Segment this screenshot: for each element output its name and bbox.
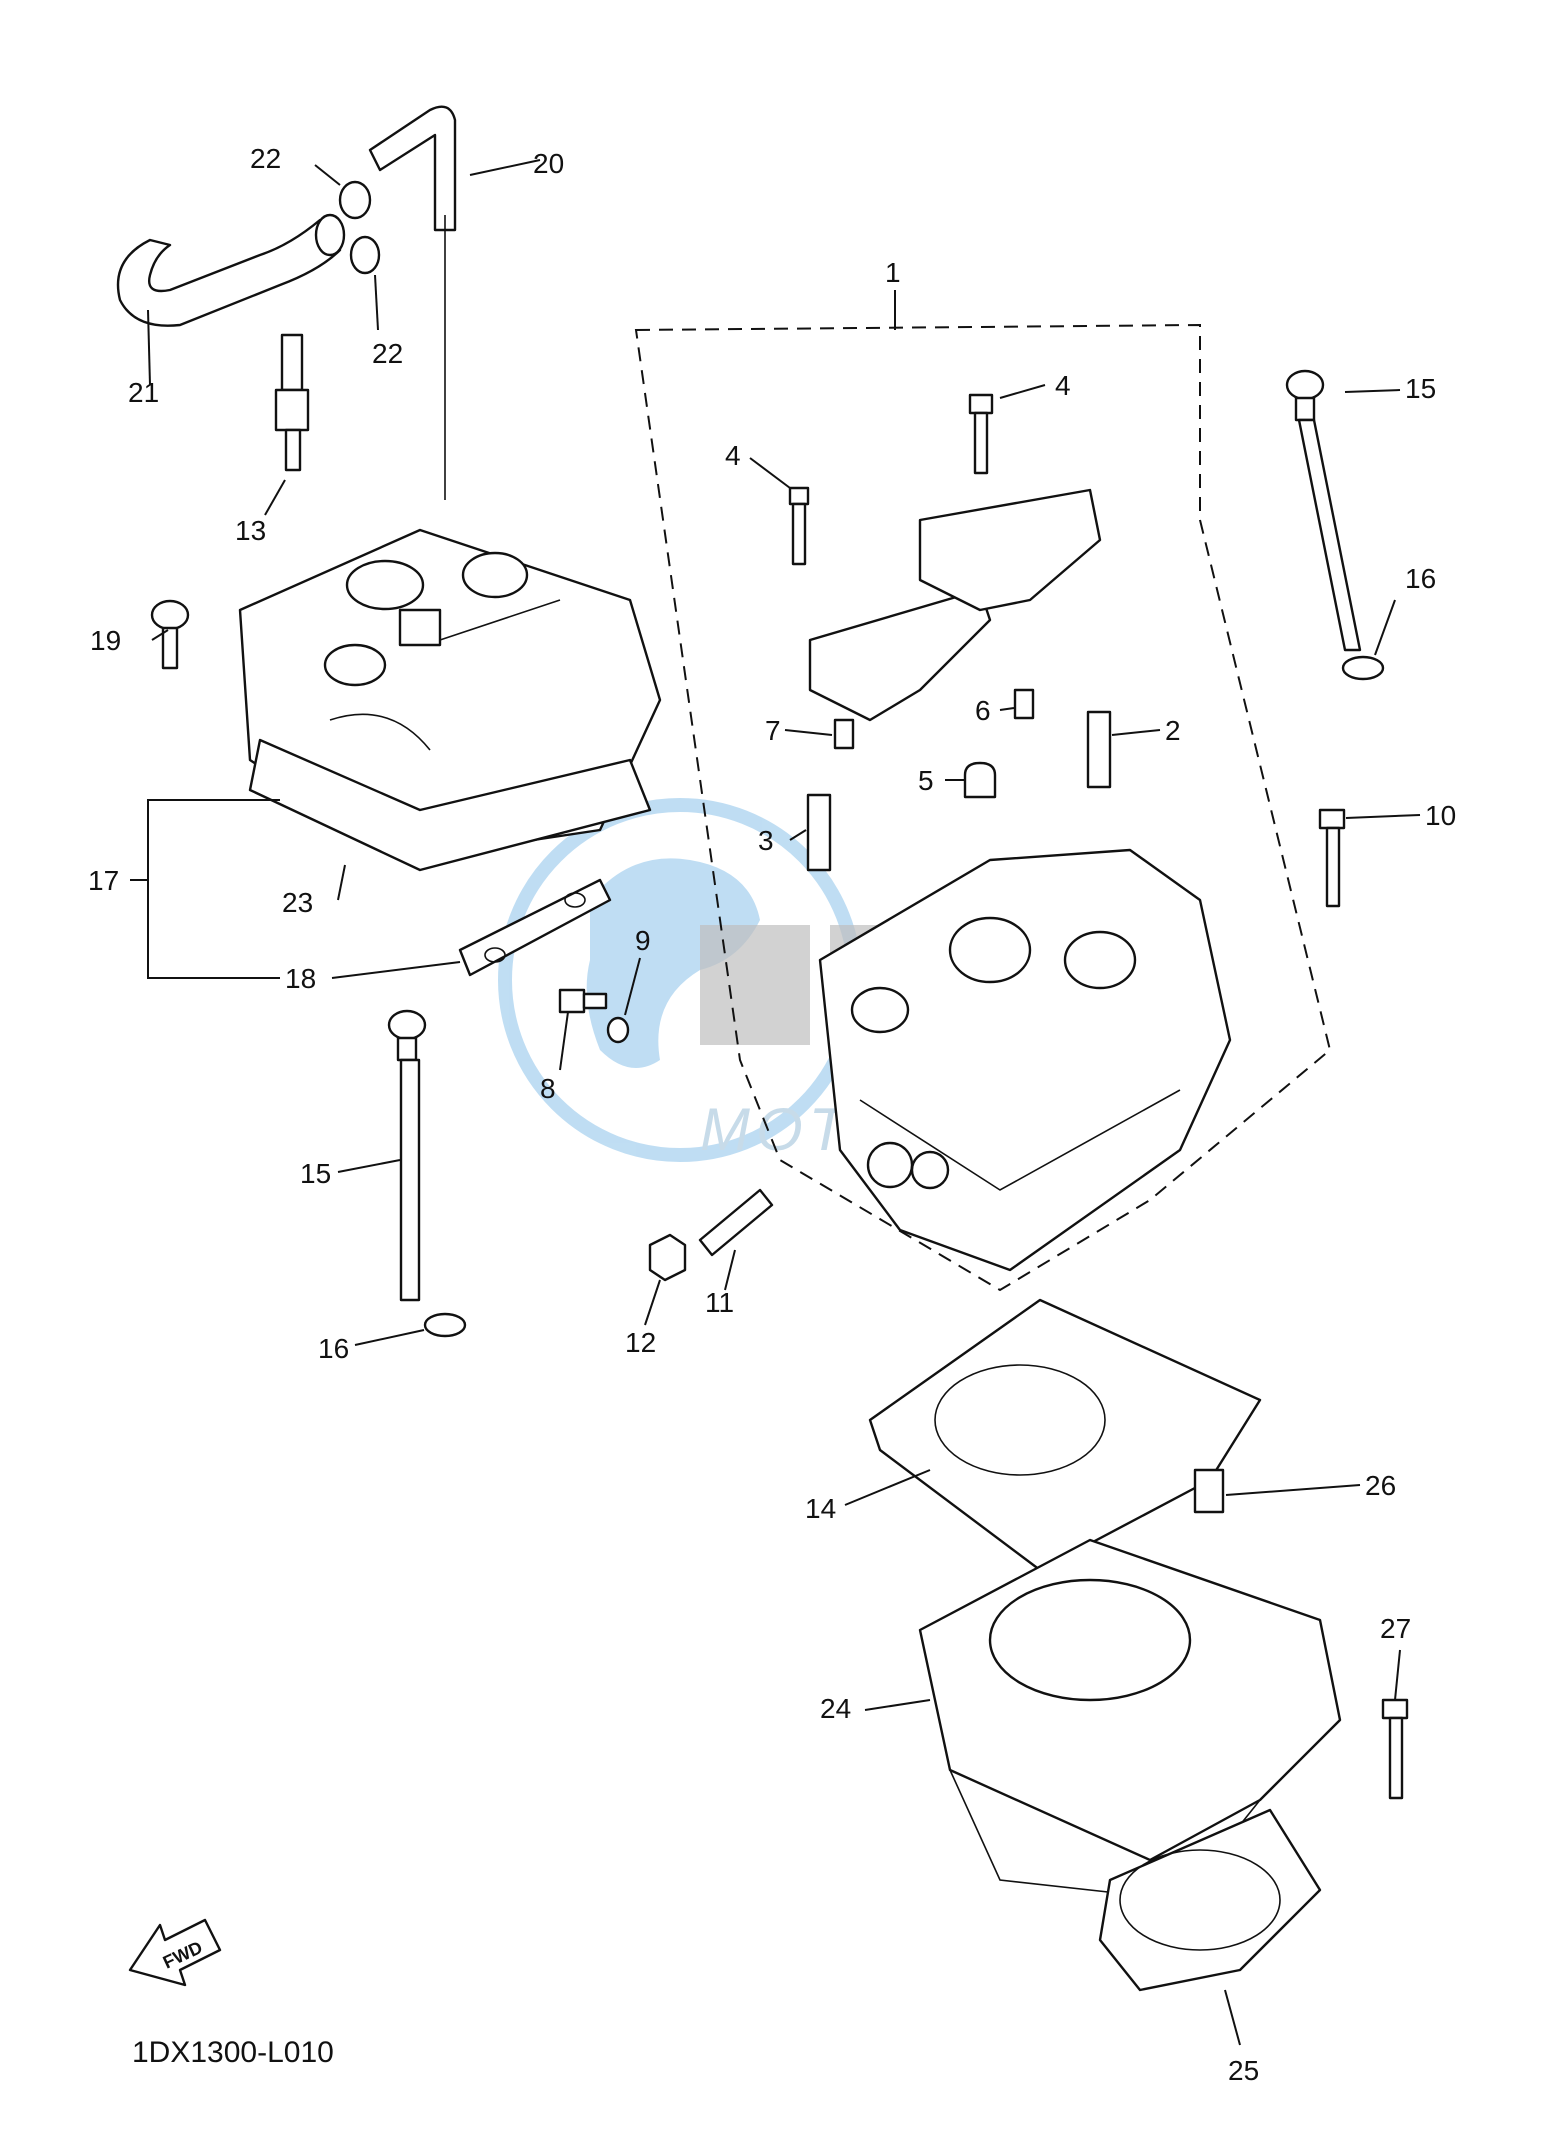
nut — [648, 1233, 687, 1282]
cover-bolt — [150, 599, 190, 670]
callout-12: 12 — [625, 1327, 656, 1358]
cylinder-bolt — [1381, 1698, 1409, 1800]
cylinder-head-cover — [238, 528, 662, 872]
callout-22: 22 — [372, 338, 403, 369]
fwd-arrow-icon: FWD — [128, 1918, 222, 1987]
callout-27: 27 — [1380, 1613, 1411, 1644]
cap-bolt — [968, 393, 994, 475]
head-gasket — [868, 1298, 1262, 1572]
head-bolt-washer — [1341, 655, 1385, 681]
callout-2: 2 — [1165, 715, 1181, 746]
washer — [606, 1016, 630, 1044]
spark-plug — [274, 333, 310, 472]
diagram-code: 1DX1300-L010 — [132, 2036, 334, 2069]
callout-9: 9 — [635, 925, 651, 956]
cylinder — [918, 1538, 1342, 1901]
elbow-hose — [368, 105, 457, 232]
callout-8: 8 — [540, 1073, 556, 1104]
valve-seal — [963, 761, 997, 799]
assembly-boundary — [634, 323, 1332, 1292]
callout-14: 14 — [805, 1493, 836, 1524]
callout-1: 1 — [885, 257, 901, 288]
cap-bolt — [788, 486, 810, 566]
leader-lines — [130, 159, 1421, 2046]
head-bolt-washer — [423, 1312, 467, 1338]
callout-10: 10 — [1425, 800, 1456, 831]
callout-16: 16 — [1405, 563, 1436, 594]
callout-4: 4 — [1055, 370, 1071, 401]
callout-25: 25 — [1228, 2055, 1259, 2086]
valve-guide — [806, 793, 832, 872]
callout-7: 7 — [765, 715, 781, 746]
callout-24: 24 — [820, 1693, 851, 1724]
callout-23: 23 — [282, 887, 313, 918]
callout-11: 11 — [705, 1287, 734, 1318]
flange-bolt — [1318, 808, 1346, 908]
callout-5: 5 — [918, 765, 934, 796]
stud-bolt — [698, 1188, 774, 1257]
callout-15: 15 — [300, 1158, 331, 1189]
callout-26: 26 — [1365, 1470, 1396, 1501]
callout-20: 20 — [533, 148, 564, 179]
callout-16: 16 — [318, 1333, 349, 1364]
dowel-pin — [833, 718, 855, 750]
hose-clip — [349, 235, 381, 275]
callout-13: 13 — [235, 515, 266, 546]
callout-3: 3 — [758, 825, 774, 856]
callout-15: 15 — [1405, 373, 1436, 404]
callout-22: 22 — [250, 143, 281, 174]
callout-19: 19 — [90, 625, 121, 656]
check-bolt — [558, 988, 608, 1014]
cylinder-head — [818, 848, 1232, 1272]
dowel-pin — [1193, 1468, 1225, 1514]
gasket-plate — [458, 878, 612, 977]
callout-21: 21 — [128, 377, 159, 408]
base-gasket — [1098, 1808, 1322, 1992]
hose-clip — [338, 180, 372, 220]
callout-4: 4 — [725, 440, 741, 471]
head-bolt — [1285, 369, 1362, 652]
callout-18: 18 — [285, 963, 316, 994]
valve-guide — [1086, 710, 1112, 789]
callout-6: 6 — [975, 695, 991, 726]
dowel-pin — [1013, 688, 1035, 720]
head-bolt — [387, 1009, 427, 1302]
camshaft-caps — [808, 488, 1102, 722]
breather-hose — [116, 213, 346, 327]
callout-17: 17 — [88, 865, 119, 896]
